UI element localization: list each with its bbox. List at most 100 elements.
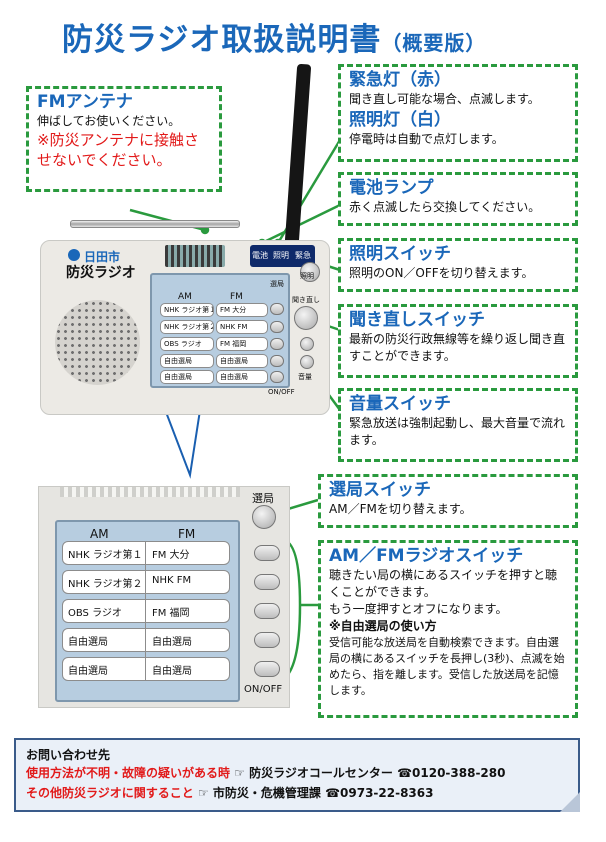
- station-button-4[interactable]: [254, 632, 280, 648]
- small-am-station: OBS ラジオ: [160, 337, 214, 351]
- am-header: AM: [90, 527, 109, 541]
- small-station-button[interactable]: [270, 303, 284, 315]
- small-am-station: 自由選局: [160, 370, 214, 384]
- led-label-emergency: 緊急: [295, 251, 311, 260]
- am-station-label: 自由選局: [68, 637, 108, 648]
- led-label-battery: 電池: [252, 251, 268, 260]
- band-switch-label: 選局: [252, 492, 274, 505]
- fm-antenna-heading: FMアンテナ: [37, 92, 133, 112]
- small-am-station: NHK ラジオ第１: [160, 303, 214, 317]
- station-row: [62, 628, 230, 652]
- small-fm-station: 自由選局: [216, 354, 268, 368]
- station-row: [62, 541, 230, 565]
- fm-station-label: 自由選局: [152, 637, 192, 648]
- am-station-label: NHK ラジオ第１: [68, 550, 143, 561]
- replay-switch-heading: 聞き直しスイッチ: [349, 310, 485, 330]
- small-station-button[interactable]: [270, 338, 284, 350]
- station-button-3[interactable]: [254, 603, 280, 619]
- volume-down-button[interactable]: [300, 355, 314, 369]
- led-panel: [250, 245, 315, 267]
- top-vent: [165, 245, 225, 267]
- light-switch-callout: 照明スイッチ 照明のON／OFFを切り替えます。: [338, 238, 578, 292]
- radio-switch-text1: 聴きたい局の横にあるスイッチを押すと聴くことができます。: [329, 568, 558, 599]
- band-switch-heading: 選局スイッチ: [329, 480, 431, 500]
- fm-station-label: NHK FM: [152, 575, 192, 586]
- page-title: 防災ラジオ取扱説明書（概要版）: [62, 22, 487, 58]
- speaker-grille: [55, 300, 140, 385]
- station-button-1[interactable]: [254, 545, 280, 561]
- replay-switch-callout: 聞き直しスイッチ 最新の防災行政無線等を繰り返し聞き直すことができます。: [338, 304, 578, 378]
- band-switch-text: AM／FMを切り替えます。: [329, 502, 472, 516]
- small-am-station: NHK ラジオ第２: [160, 320, 214, 334]
- volume-switch-callout: 音量スイッチ 緊急放送は強制起動し、最大音量で流れます。: [338, 388, 578, 462]
- volume-switch-heading: 音量スイッチ: [349, 394, 451, 414]
- light-switch-button[interactable]: [300, 262, 320, 282]
- radio-switch-note-title: ※自由選局の使い方: [329, 619, 437, 633]
- small-am-header: AM: [178, 292, 192, 302]
- small-am-station: 自由選局: [160, 354, 214, 368]
- small-station-button[interactable]: [270, 371, 284, 383]
- brand-city: 日田市: [84, 250, 121, 264]
- small-onoff-label: ON/OFF: [268, 388, 295, 396]
- battery-lamp-text: 赤く点滅したら交換してください。: [349, 200, 541, 214]
- contact-line-1: 使用方法が不明・故障の疑いがある時 ☞ 防災ラジオコールセンター ☎0120-3…: [26, 763, 568, 783]
- station-button-5[interactable]: [254, 661, 280, 677]
- station-button-2[interactable]: [254, 574, 280, 590]
- replay-switch-text: 最新の防災行政無線等を繰り返し聞き直すことができます。: [349, 332, 566, 363]
- contact-line-1-label: 使用方法が不明・故障の疑いがある時: [26, 766, 231, 780]
- emergency-light-heading: 緊急灯（赤）: [349, 70, 451, 90]
- am-station-label: 自由選局: [68, 666, 108, 677]
- fm-antenna-warning: ※防災アンテナに接触させないでください。: [37, 131, 199, 169]
- led-label-light: 照明: [273, 251, 289, 260]
- contact-line-1-detail: ☞ 防災ラジオコールセンター ☎0120-388-280: [234, 766, 506, 780]
- fm-antenna-rod: [70, 220, 240, 228]
- volume-label: 音量: [298, 373, 312, 381]
- lighting-light-heading: 照明灯（白）: [349, 110, 451, 130]
- contact-footer: お問い合わせ先 使用方法が不明・故障の疑いがある時 ☞ 防災ラジオコールセンター…: [14, 738, 580, 812]
- radio-switch-callout: AM／FMラジオスイッチ 聴きたい局の横にあるスイッチを押すと聴くことができます…: [318, 540, 578, 718]
- brand-logo-icon: [68, 249, 80, 261]
- small-fm-station: FM 大分: [216, 303, 268, 317]
- light-switch-heading: 照明スイッチ: [349, 244, 451, 264]
- replay-button[interactable]: [294, 306, 318, 330]
- small-fm-station: NHK FM: [216, 320, 268, 334]
- radio-switch-text2: もう一度押すとオフになります。: [329, 602, 508, 616]
- zoomed-vent: [60, 487, 240, 497]
- fm-station-label: 自由選局: [152, 666, 192, 677]
- station-row: [62, 657, 230, 681]
- fm-header: FM: [178, 527, 196, 541]
- am-station-label: OBS ラジオ: [68, 608, 122, 619]
- page-curl-icon: [560, 792, 580, 812]
- light-switch-label: 照明: [300, 272, 314, 280]
- band-switch-button[interactable]: [252, 505, 276, 529]
- light-switch-text: 照明のON／OFFを切り替えます。: [349, 266, 534, 280]
- battery-lamp-callout: 電池ランプ 赤く点滅したら交換してください。: [338, 172, 578, 226]
- onoff-label: ON/OFF: [244, 684, 283, 695]
- lighting-light-text: 停電時は自動で点灯します。: [349, 132, 504, 146]
- lights-callout: 緊急灯（赤） 聞き直し可能な場合、点滅します。 照明灯（白） 停電時は自動で点灯…: [338, 64, 578, 162]
- contact-line-2: その他防災ラジオに関すること ☞ 市防災・危機管理課 ☎0973-22-8363: [26, 783, 568, 803]
- contact-heading: お問い合わせ先: [26, 748, 111, 762]
- column-divider: [145, 541, 146, 681]
- station-row: [62, 599, 230, 623]
- volume-switch-text: 緊急放送は強制起動し、最大音量で流れます。: [349, 416, 566, 447]
- small-station-button[interactable]: [270, 355, 284, 367]
- am-station-label: NHK ラジオ第２: [68, 579, 143, 590]
- contact-line-2-detail: ☞ 市防災・危機管理課 ☎0973-22-8363: [197, 786, 434, 800]
- small-fm-header: FM: [230, 292, 243, 302]
- volume-up-button[interactable]: [300, 337, 314, 351]
- fm-station-label: FM 福岡: [152, 608, 190, 619]
- band-switch-callout: 選局スイッチ AM／FMを切り替えます。: [318, 474, 578, 528]
- small-fm-station: 自由選局: [216, 370, 268, 384]
- emergency-light-text: 聞き直し可能な場合、点滅します。: [349, 92, 540, 106]
- replay-label: 聞き直し: [292, 296, 320, 304]
- fm-antenna-callout: FMアンテナ 伸ばしてお使いください。 ※防災アンテナに接触させないでください。: [26, 86, 222, 192]
- small-fm-station: FM 福岡: [216, 337, 268, 351]
- brand-name: 防災ラジオ: [66, 265, 136, 281]
- small-band-label: 選局: [270, 280, 284, 288]
- radio-switch-note-text: 受信可能な放送局を自動検索できます。自由選局の横にあるスイッチを長押し(3秒)、…: [329, 636, 565, 697]
- small-station-button[interactable]: [270, 321, 284, 333]
- fm-antenna-text: 伸ばしてお使いください。: [37, 114, 181, 128]
- radio-switch-heading: AM／FMラジオスイッチ: [329, 546, 524, 566]
- fm-station-label: FM 大分: [152, 550, 190, 561]
